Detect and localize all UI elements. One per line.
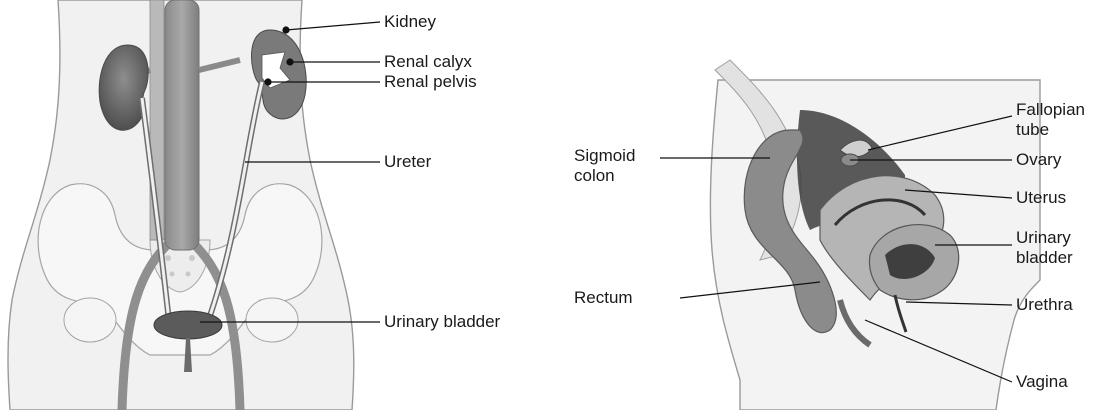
femur-head-left: [64, 298, 116, 342]
sacral-foramen: [170, 272, 175, 277]
femur-head-right: [246, 298, 298, 342]
label-urinary-bladder: Urinary bladder: [384, 312, 500, 332]
label-urethra: Urethra: [1016, 295, 1073, 315]
aorta: [165, 0, 199, 250]
female-pelvis-figure: [710, 60, 1040, 410]
label-sigmoid-colon: Sigmoid colon: [574, 146, 635, 186]
label-rectum: Rectum: [574, 288, 633, 308]
label-renal-pelvis: Renal pelvis: [384, 72, 477, 92]
label-fallopian-tube: Fallopian tube: [1016, 100, 1085, 140]
label-uterus: Uterus: [1016, 188, 1066, 208]
sacral-foramen: [186, 272, 191, 277]
label-ovary: Ovary: [1016, 150, 1061, 170]
urinary-bladder-shape: [154, 311, 222, 339]
label-urinary-bladder-right: Urinary bladder: [1016, 228, 1073, 268]
kidney-left: [99, 45, 148, 130]
leader-dot-kidney: [283, 27, 289, 33]
label-ureter: Ureter: [384, 152, 431, 172]
leader-dot-renal-pelvis: [265, 79, 271, 85]
sacral-foramen: [189, 255, 195, 261]
leader-dot-renal-calyx: [287, 59, 293, 65]
label-kidney: Kidney: [384, 12, 436, 32]
label-renal-calyx: Renal calyx: [384, 52, 472, 72]
sacral-foramen: [165, 255, 171, 261]
label-vagina: Vagina: [1016, 372, 1068, 392]
